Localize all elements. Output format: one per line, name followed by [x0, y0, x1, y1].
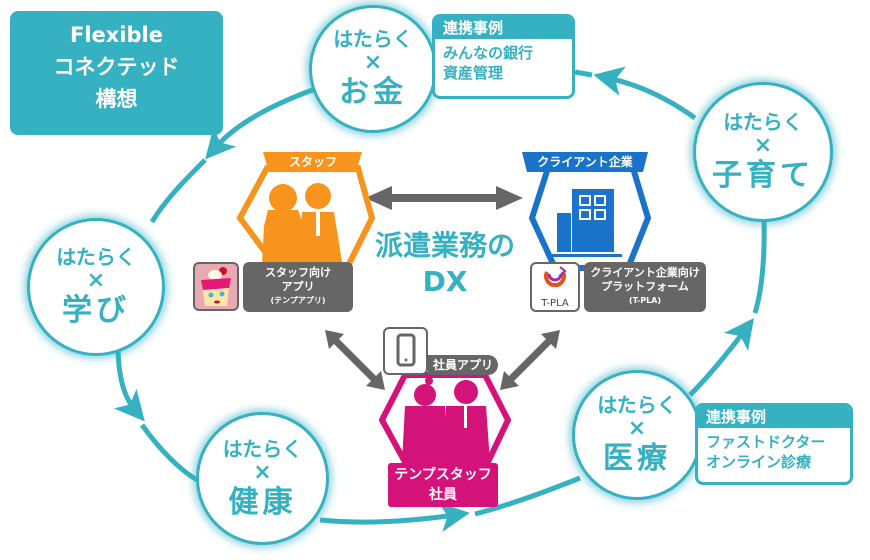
- employee-hexagon: [378, 372, 512, 465]
- ring-arrow-childcare-to-money: [593, 66, 697, 121]
- building-icon: [552, 189, 622, 257]
- staff-woman-icon: [262, 184, 306, 264]
- client-app-line-2: プラットフォーム: [601, 280, 689, 293]
- tpla-logo: T-PLA: [530, 262, 580, 312]
- concept-title-box: Flexible コネクテッド 構想: [10, 11, 223, 135]
- theme-circle-childcare: はたらく × 子育て: [693, 82, 833, 222]
- center-heading: 派遣業務の DX: [365, 228, 525, 300]
- ring-arrow-learning-to-health: [113, 344, 145, 422]
- staff-app-line-2: アプリ: [281, 280, 315, 293]
- ring-arrow-health-to-medical: [319, 502, 470, 532]
- case-box-medical: 連携事例 ファストドクター オンライン診療: [695, 403, 853, 485]
- theme-circle-money: はたらく × お金: [309, 5, 437, 133]
- ring-segment-to-medical: [474, 475, 581, 517]
- case-line-2: 資産管理: [443, 64, 504, 82]
- staff-app-line-1: スタッフ向け: [265, 266, 331, 279]
- employee-app-label: 社員アプリ: [428, 355, 498, 375]
- cake-character-icon: [193, 262, 239, 311]
- theme-topic: 医療: [603, 441, 671, 476]
- ring-segment-to-money: [574, 69, 593, 78]
- ring-segment-to-childcare: [752, 217, 767, 314]
- smartphone-icon: [383, 327, 428, 375]
- smartphone-graphic: [396, 333, 416, 367]
- theme-topic: お金: [339, 75, 407, 110]
- center-line-1: 派遣業務の: [374, 229, 515, 262]
- title-line-3: 構想: [95, 87, 138, 111]
- employee-label-line-2: 社員: [429, 487, 457, 503]
- theme-circle-medical: はたらく × 医療: [572, 370, 702, 500]
- client-app-line-3: (T-PLA): [628, 296, 662, 305]
- client-hexagon: [522, 152, 652, 271]
- ring-segment-to-health: [139, 423, 199, 483]
- theme-prefix: はたらく: [222, 436, 303, 461]
- theme-prefix: はたらく: [56, 245, 136, 269]
- cross-icon: ×: [363, 50, 383, 75]
- staff-label: スタッフ: [288, 155, 337, 169]
- case-header: 連携事例: [698, 406, 850, 428]
- employee-label: テンプスタッフ 社員: [388, 463, 498, 507]
- theme-circle-health: はたらく × 健康: [196, 412, 329, 545]
- case-line-1: ファストドクター: [706, 433, 826, 451]
- arrow-staff-client: [365, 186, 523, 210]
- cross-icon: ×: [627, 416, 647, 441]
- client-app-line-1: クライアント企業向け: [590, 266, 700, 279]
- case-header: 連携事例: [435, 17, 572, 39]
- staff-man-icon: [298, 183, 342, 262]
- employee-man-icon: [444, 380, 490, 462]
- case-box-money: 連携事例 みんなの銀行 資産管理: [432, 14, 575, 99]
- client-label: クライアント企業: [537, 155, 633, 169]
- case-line-1: みんなの銀行: [443, 44, 534, 62]
- case-line-2: オンライン診療: [706, 453, 812, 471]
- theme-prefix: はたらく: [597, 393, 677, 417]
- tpla-logo-text: T-PLA: [541, 298, 569, 309]
- ring-arrow-medical-to-childcare: [688, 318, 755, 397]
- center-line-2: DX: [422, 265, 468, 298]
- staff-app-box: スタッフ向け アプリ (テンプアプリ): [243, 262, 353, 312]
- title-line-2: コネクテッド: [53, 55, 180, 79]
- theme-topic: 学び: [62, 293, 130, 328]
- arrow-client-employee: [500, 330, 560, 390]
- employee-label-line-1: テンプスタッフ: [394, 467, 492, 483]
- theme-topic: 子育て: [712, 158, 814, 193]
- staff-app-line-3: (テンプアプリ): [270, 296, 326, 305]
- cake-character-graphic: [201, 267, 231, 306]
- theme-prefix: はたらく: [723, 110, 803, 134]
- theme-prefix: はたらく: [333, 27, 413, 51]
- ring-arrow-money-to-learning: [205, 85, 319, 160]
- arrow-staff-employee: [325, 330, 385, 390]
- title-line-1: Flexible: [69, 23, 163, 47]
- theme-topic: 健康: [228, 484, 297, 520]
- client-app-box: クライアント企業向け プラットフォーム (T-PLA): [584, 262, 706, 312]
- cross-icon: ×: [253, 459, 272, 485]
- cross-icon: ×: [753, 133, 773, 158]
- theme-circle-learning: はたらく × 学び: [27, 218, 165, 356]
- cross-icon: ×: [86, 268, 106, 293]
- ring-segment-to-learning: [149, 158, 207, 224]
- tpla-logo-mark-icon: [544, 266, 567, 288]
- employee-woman-icon: [402, 377, 448, 462]
